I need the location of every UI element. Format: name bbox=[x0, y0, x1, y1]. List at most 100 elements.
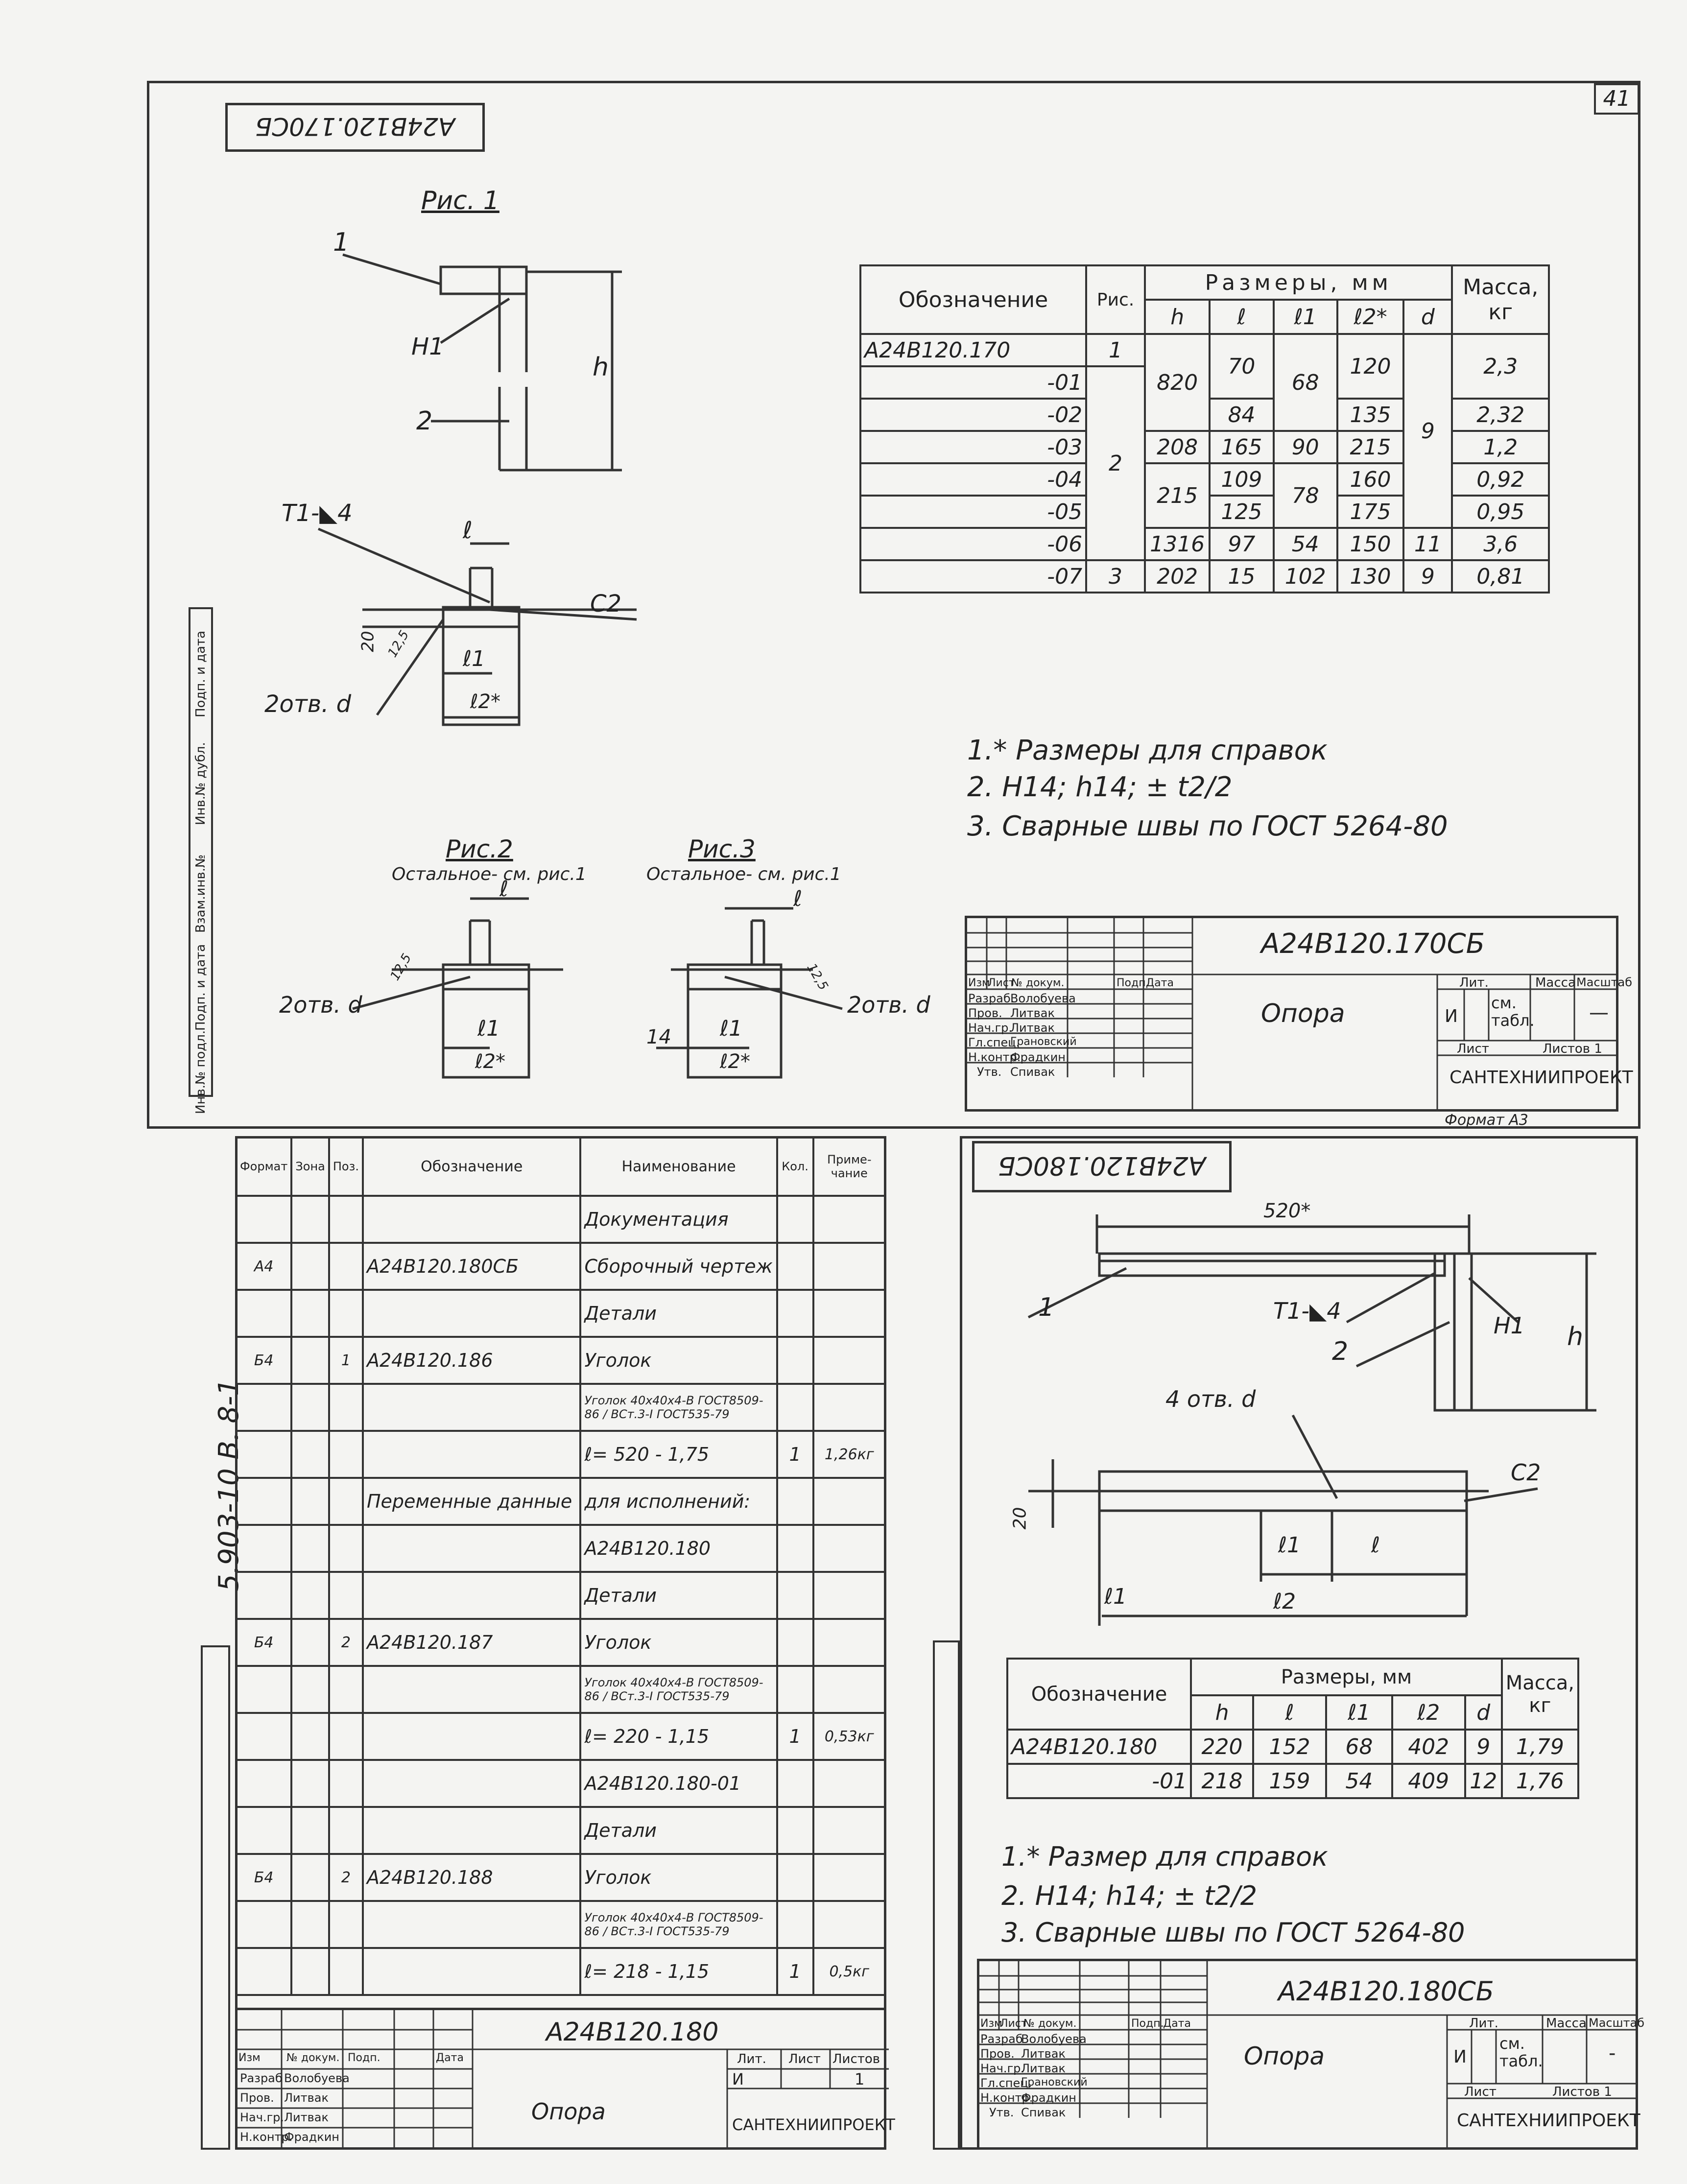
spec-cell-q bbox=[776, 1477, 814, 1526]
row-d: 11 bbox=[1402, 527, 1453, 561]
spec-cell-des: А24В120.188 bbox=[361, 1853, 582, 1902]
row-l2: 150 bbox=[1336, 527, 1405, 561]
right-label-1: 1 bbox=[1038, 1293, 1055, 1322]
left-stamp-sheet: Лист bbox=[788, 2052, 821, 2066]
spec-cell-q bbox=[776, 1242, 814, 1291]
left-role-3: Н.контр. bbox=[240, 2130, 293, 2144]
top-person-0: Волобуева bbox=[1010, 992, 1076, 1005]
spec-cell-z bbox=[290, 1430, 330, 1479]
th-sizes: Размеры, мм bbox=[1143, 264, 1453, 301]
row-m: 2,3 bbox=[1451, 333, 1550, 400]
spec-cell-name: Детали bbox=[579, 1289, 778, 1338]
spec-cell-des bbox=[361, 1900, 582, 1949]
spec-cell-z bbox=[290, 1853, 330, 1902]
spec-cell-n bbox=[812, 1665, 887, 1714]
th-mass: Масса, кг bbox=[1451, 264, 1550, 335]
spec-cell-f bbox=[235, 1383, 293, 1432]
spec-cell-z bbox=[290, 1336, 330, 1385]
row-des: -02 bbox=[859, 398, 1088, 432]
right-label-20: 20 bbox=[1010, 1507, 1030, 1530]
top-side-strip bbox=[189, 607, 213, 1097]
right-label-c2: С2 bbox=[1511, 1459, 1541, 1486]
right-stamp-see-table: см. табл. bbox=[1499, 2034, 1543, 2070]
top-stamp-col-sign: Подп. bbox=[1117, 977, 1149, 989]
left-stamp-col-doc: № докум. bbox=[286, 2052, 340, 2064]
right-role-3: Гл.спец. bbox=[980, 2076, 1032, 2090]
left-stamp-one: 1 bbox=[855, 2070, 865, 2089]
right-label-h: h bbox=[1567, 1322, 1583, 1352]
left-stamp-name: Опора bbox=[531, 2098, 606, 2125]
row-des: -01 bbox=[859, 365, 1088, 400]
left-stamp-col-sign: Подп. bbox=[348, 2052, 380, 2064]
row-l: 109 bbox=[1209, 462, 1275, 497]
th-l1: ℓ1 bbox=[1272, 299, 1338, 335]
spec-cell-n: 0,53кг bbox=[812, 1712, 887, 1761]
row-h: 1316 bbox=[1143, 527, 1211, 561]
spec-cell-des bbox=[361, 1806, 582, 1855]
left-role-2: Нач.гр. bbox=[240, 2111, 285, 2124]
spec-cell-p bbox=[328, 1242, 364, 1291]
spec-cell-p bbox=[328, 1477, 364, 1526]
spec-cell-name: Уголок 40х40х4-В ГОСТ8509-86 / ВСт.3-I Г… bbox=[579, 1383, 778, 1432]
right-note-1: 1.* Размер для справок bbox=[1001, 1841, 1328, 1872]
top-stamp-col-doc: № докум. bbox=[1011, 977, 1065, 989]
right-note-2: 2. Н14; h14; ± t2/2 bbox=[1001, 1880, 1258, 1911]
top-person-3: Грановский bbox=[1010, 1036, 1077, 1048]
row-m: 3,6 bbox=[1451, 527, 1550, 561]
spec-cell-f bbox=[235, 1759, 293, 1808]
left-person-0: Волобуева bbox=[284, 2071, 350, 2085]
left-role-1: Пров. bbox=[240, 2091, 274, 2105]
right-person-3: Грановский bbox=[1021, 2076, 1088, 2089]
fig2-label-l: ℓ bbox=[499, 877, 509, 902]
spec-cell-p bbox=[328, 1571, 364, 1620]
fig1-label-l: ℓ bbox=[463, 517, 473, 544]
r-th-l: ℓ bbox=[1252, 1694, 1328, 1731]
row-h: 208 bbox=[1143, 430, 1211, 464]
right-label-h1: Н1 bbox=[1494, 1312, 1525, 1339]
top-note-3: 3. Сварные швы по ГОСТ 5264-80 bbox=[967, 810, 1448, 842]
right-stamp-col-izm: Изм bbox=[980, 2018, 1002, 2030]
spec-cell-p bbox=[328, 1430, 364, 1479]
spec-cell-z bbox=[290, 1759, 330, 1808]
spec-cell-f bbox=[235, 1571, 293, 1620]
right-stamp-col-list: Лист bbox=[1000, 2018, 1027, 2030]
th-l2: ℓ2* bbox=[1336, 299, 1405, 335]
spec-cell-q: 1 bbox=[776, 1430, 814, 1479]
spec-cell-z bbox=[290, 1242, 330, 1291]
spec-h-qty: Кол. bbox=[776, 1136, 814, 1197]
right-label-l1a: ℓ1 bbox=[1278, 1533, 1301, 1558]
row-m: 0,95 bbox=[1451, 495, 1550, 529]
row-h: 820 bbox=[1143, 333, 1211, 432]
spec-cell-f: Б4 bbox=[235, 1618, 293, 1667]
right-stamp-lit: Лит. bbox=[1469, 2016, 1498, 2031]
top-role-0: Разраб. bbox=[968, 992, 1015, 1005]
spec-cell-z bbox=[290, 1806, 330, 1855]
row-des: -07 bbox=[859, 559, 1088, 593]
fig1-label-h1: Н1 bbox=[411, 333, 444, 360]
row-l: 15 bbox=[1209, 559, 1275, 593]
spec-cell-name: ℓ= 218 - 1,15 bbox=[579, 1947, 778, 1996]
r-th-l1: ℓ1 bbox=[1325, 1694, 1393, 1731]
spec-cell-p bbox=[328, 1524, 364, 1573]
spec-cell-name: для исполнений: bbox=[579, 1477, 778, 1526]
spec-row: Детали bbox=[235, 1289, 887, 1338]
spec-cell-name: А24В120.180-01 bbox=[579, 1759, 778, 1808]
fig3-rest: Остальное- см. рис.1 bbox=[646, 864, 841, 884]
spec-cell-z bbox=[290, 1571, 330, 1620]
left-stamp-col-date: Дата bbox=[436, 2052, 464, 2064]
spec-cell-des bbox=[361, 1947, 582, 1996]
spec-cell-des bbox=[361, 1195, 582, 1244]
spec-h-zone: Зона bbox=[290, 1136, 330, 1197]
left-person-2: Литвак bbox=[284, 2111, 329, 2124]
right-stamp: А24В120.180СБ Изм Лист № докум. Подп. Да… bbox=[977, 1959, 1644, 2150]
row-l1: 90 bbox=[1272, 430, 1338, 464]
spec-cell-name: Сборочный чертеж bbox=[579, 1242, 778, 1291]
spec-cell-f bbox=[235, 1900, 293, 1949]
fig3-label-l: ℓ bbox=[793, 886, 803, 911]
spec-cell-name: Уголок 40х40х4-В ГОСТ8509-86 / ВСт.3-I Г… bbox=[579, 1665, 778, 1714]
